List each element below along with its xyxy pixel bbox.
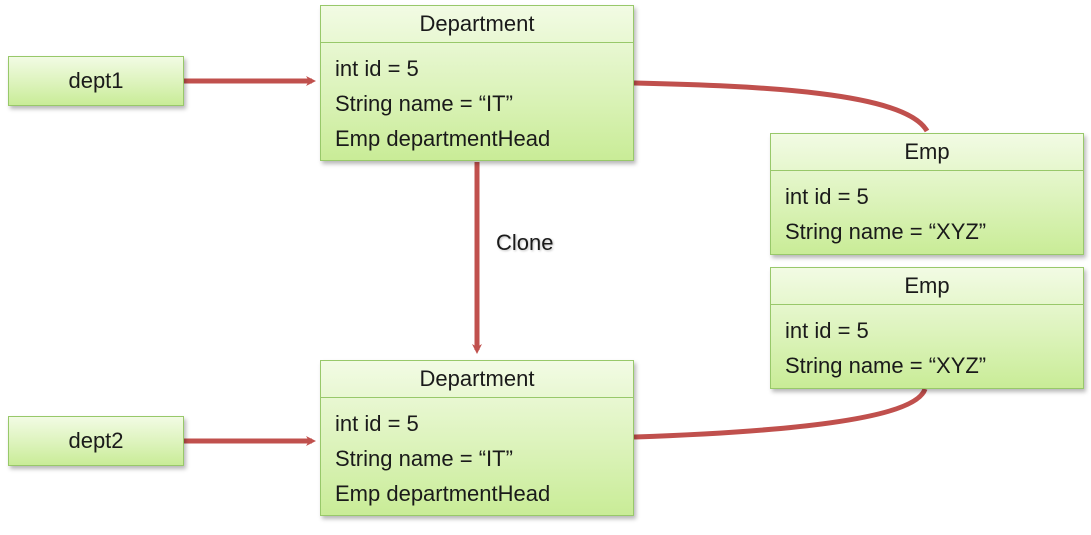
- dept1-reference-label: dept1: [68, 68, 124, 93]
- clone-label: Clone: [496, 230, 554, 255]
- emp-object-original: Emp int id = 5 String name = “XYZ”: [770, 133, 1084, 255]
- emp-clone-fields: int id = 5 String name = “XYZ”: [771, 305, 1083, 383]
- department2-head-link: [633, 387, 928, 440]
- department-original-field-id: int id = 5: [335, 56, 419, 81]
- department-original-field-name: String name = “IT”: [335, 91, 513, 116]
- department-clone-field-id: int id = 5: [335, 411, 419, 436]
- emp-original-title: Emp: [771, 134, 1083, 171]
- department-clone-title: Department: [321, 361, 633, 398]
- emp-original-field-name: String name = “XYZ”: [785, 219, 987, 244]
- emp-original-fields: int id = 5 String name = “XYZ”: [771, 171, 1083, 249]
- dept1-reference-box: dept1: [8, 56, 184, 106]
- emp-clone-field-id: int id = 5: [785, 318, 869, 343]
- emp-original-field-id: int id = 5: [785, 184, 869, 209]
- emp-object-clone: Emp int id = 5 String name = “XYZ”: [770, 267, 1084, 389]
- department-object-original: Department int id = 5 String name = “IT”…: [320, 5, 634, 161]
- department-clone-fields: int id = 5 String name = “IT” Emp depart…: [321, 398, 633, 511]
- emp-clone-field-name: String name = “XYZ”: [785, 353, 987, 378]
- emp-clone-title: Emp: [771, 268, 1083, 305]
- department1-head-link: [633, 80, 930, 133]
- department-object-clone: Department int id = 5 String name = “IT”…: [320, 360, 634, 516]
- dept2-reference-label: dept2: [68, 428, 124, 453]
- department-original-fields: int id = 5 String name = “IT” Emp depart…: [321, 43, 633, 156]
- department-clone-field-name: String name = “IT”: [335, 446, 513, 471]
- department-original-field-head: Emp departmentHead: [335, 126, 551, 151]
- department-clone-field-head: Emp departmentHead: [335, 481, 551, 506]
- dept2-reference-box: dept2: [8, 416, 184, 466]
- department-original-title: Department: [321, 6, 633, 43]
